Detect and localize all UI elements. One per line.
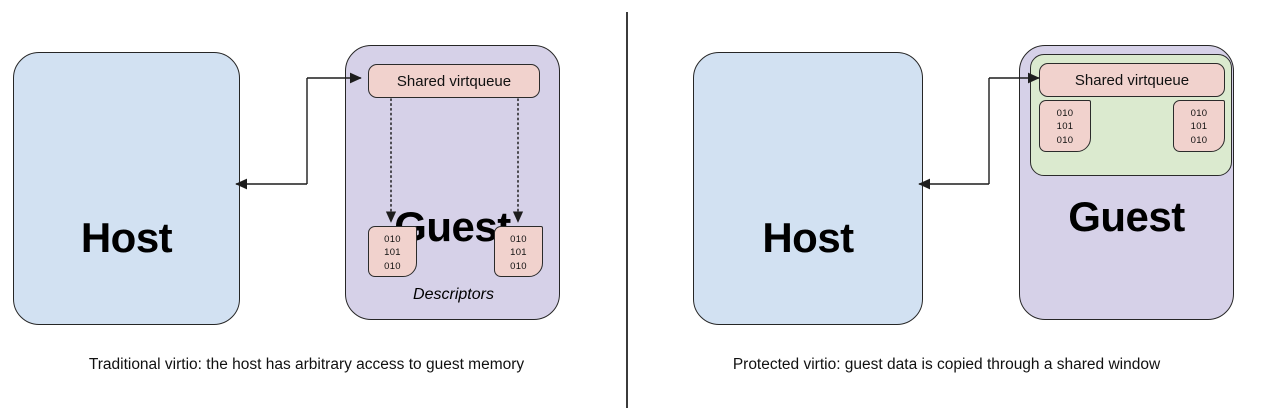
left-host-box: Host — [13, 52, 240, 325]
right-guest-box: Guest Shared virtqueue 010 101 010 010 1… — [1019, 45, 1234, 320]
right-panel-caption: Protected virtio: guest data is copied t… — [732, 356, 1161, 373]
right-host-box: Host — [693, 52, 923, 325]
right-descriptor-1: 010 101 010 — [1173, 100, 1225, 152]
right-descriptor-0-bit-2: 010 — [1056, 134, 1074, 146]
right-descriptor-0-bit-1: 101 — [1056, 121, 1074, 133]
left-host-to-virtqueue-arrow — [235, 72, 362, 190]
right-descriptor-1-bit-0: 010 — [1190, 108, 1208, 119]
left-descriptor-0-bit-0: 010 — [384, 234, 401, 245]
left-shared-virtqueue: Shared virtqueue — [368, 64, 540, 98]
right-descriptor-1-bit-2: 010 — [1190, 134, 1208, 146]
right-descriptor-1-bit-1: 101 — [1190, 121, 1208, 133]
left-descriptor-1: 010 101 010 — [494, 226, 543, 277]
right-shared-virtqueue: Shared virtqueue — [1039, 63, 1225, 97]
left-panel-caption: Traditional virtio: the host has arbitra… — [88, 356, 525, 373]
left-descriptor-0-bit-1: 101 — [384, 247, 401, 259]
right-descriptor-0: 010 101 010 — [1039, 100, 1091, 152]
right-guest-label: Guest — [1068, 193, 1185, 240]
left-descriptor-1-bit-0: 010 — [510, 234, 527, 245]
left-descriptor-0: 010 101 010 — [368, 226, 417, 277]
left-descriptor-1-bit-1: 101 — [510, 247, 527, 259]
left-host-label: Host — [80, 214, 173, 261]
panel-divider — [626, 12, 628, 408]
right-shared-window: Shared virtqueue 010 101 010 010 101 010 — [1030, 54, 1232, 176]
left-descriptor-0-bit-2: 010 — [384, 260, 401, 272]
left-guest-box: Guest Shared virtqueue 010 101 010 010 1… — [345, 45, 560, 320]
left-descriptor-1-bit-2: 010 — [510, 260, 527, 272]
left-descriptors-label: Descriptors — [413, 286, 494, 303]
right-host-label: Host — [762, 214, 854, 261]
right-descriptor-0-bit-0: 010 — [1056, 108, 1074, 119]
